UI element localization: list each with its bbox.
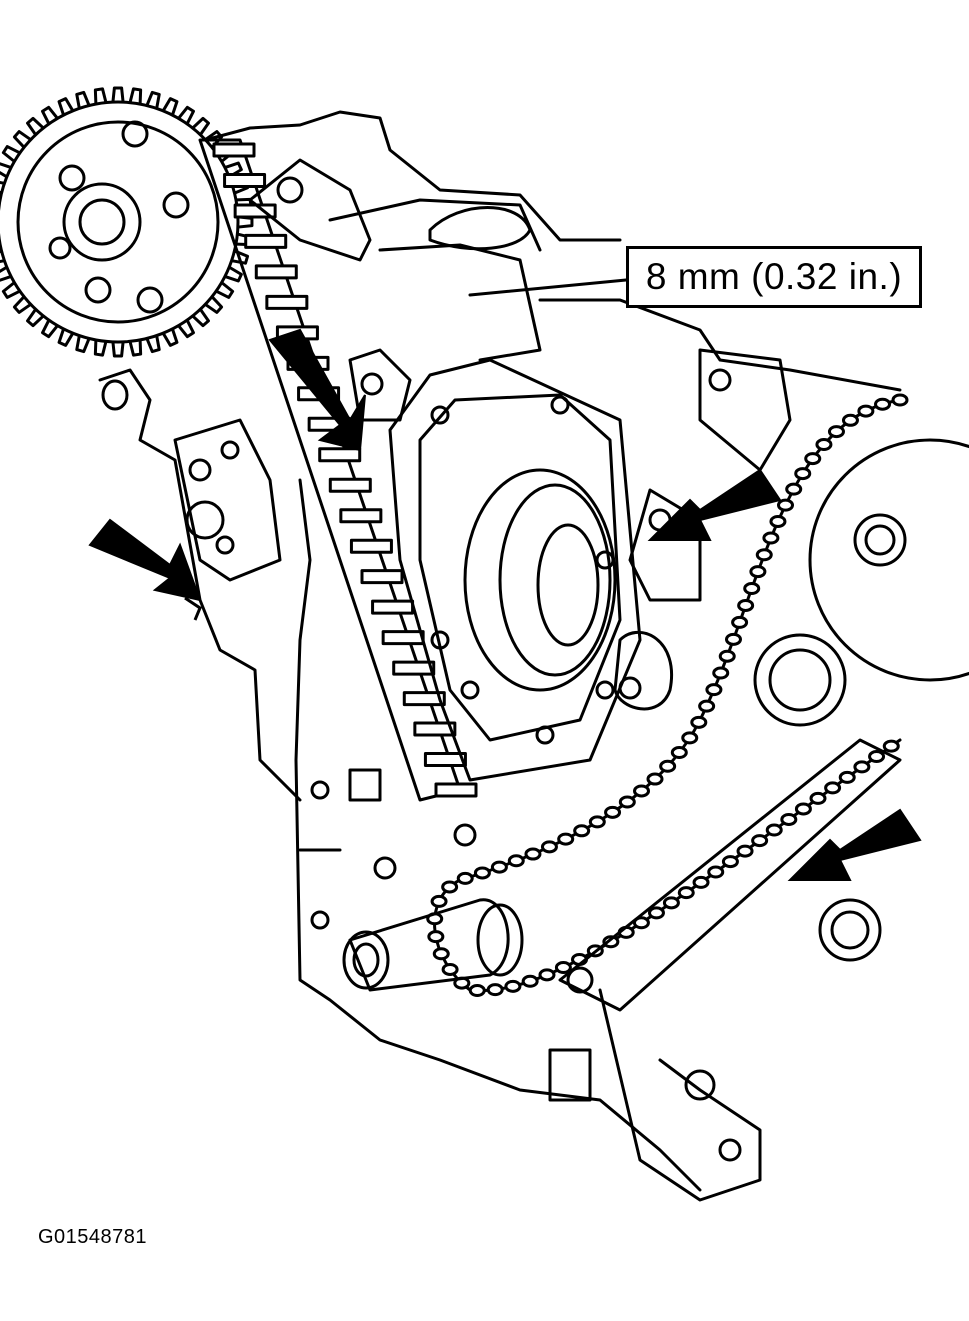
figure-id: G01548781	[38, 1226, 148, 1248]
crankshaft-sprocket-icon	[753, 438, 969, 962]
camshaft-sprocket-icon	[0, 86, 254, 358]
callout-arrow-icon	[88, 518, 202, 602]
dimension-label: 8 mm (0.32 in.)	[626, 246, 922, 308]
callout-arrow-icon	[268, 328, 366, 452]
callout-arrow-icon	[647, 468, 782, 541]
engine-block-outline	[203, 110, 902, 1192]
timing-cover-flange	[98, 368, 302, 802]
center-plate	[388, 358, 642, 782]
timing-chain-right	[426, 393, 909, 998]
callout-arrow-icon	[787, 808, 922, 881]
